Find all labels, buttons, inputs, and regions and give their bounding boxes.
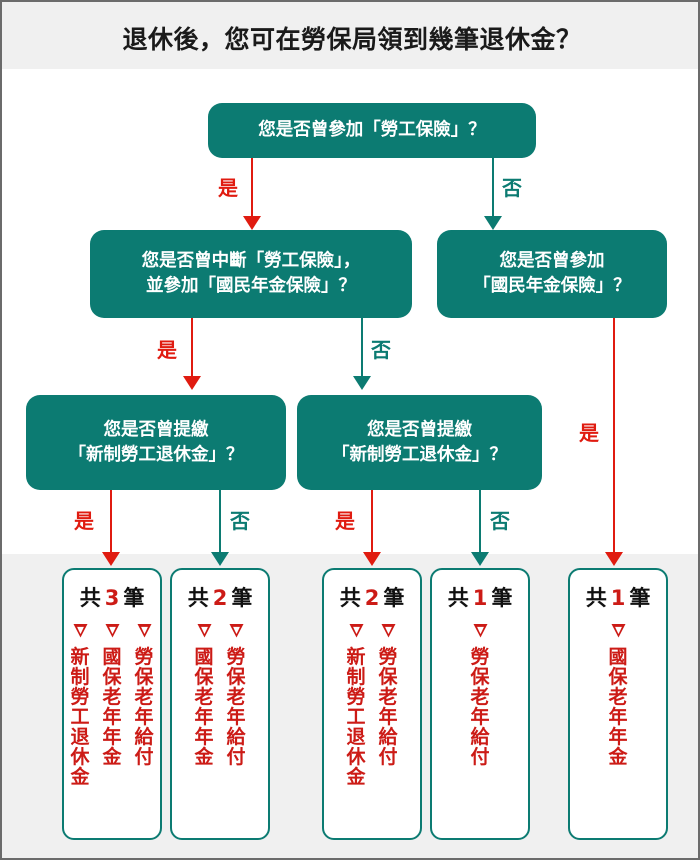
chevron-down-icon <box>220 622 252 639</box>
result-box-4-suffix: 筆 <box>491 586 513 610</box>
connector-q1-to-q2right <box>492 158 494 220</box>
result-box-3-chevrons <box>324 622 420 639</box>
result-box-4-items: 勞保老年給付 <box>432 646 528 768</box>
arrowhead-q3left-to-result-1 <box>102 552 120 566</box>
edge-label-q1-yes: 是 <box>218 176 238 200</box>
connector-q2left-to-q3left <box>191 318 193 380</box>
arrowhead-q1-to-q2left <box>243 216 261 230</box>
question-box-1-text: 您是否曾參加「勞工保險」？ <box>258 120 486 141</box>
result-item: 新制勞工退休金 <box>346 646 366 788</box>
result-box-4-chevrons <box>432 622 528 639</box>
arrowhead-q2left-to-q3left <box>183 376 201 390</box>
question-box-2-right[interactable]: 您是否曾參加 「國民年金保險」？ <box>437 230 667 318</box>
result-box-2-items: 勞保老年給付 國保老年年金 <box>172 646 268 768</box>
question-box-3-right[interactable]: 您是否曾提繳 「新制勞工退休金」？ <box>297 395 542 490</box>
result-box-5-count: 1 <box>610 586 626 610</box>
edge-label-q2left-no: 否 <box>371 338 391 362</box>
edge-label-q2right-yes: 是 <box>579 421 599 445</box>
result-box-2-prefix: 共 <box>187 586 209 610</box>
result-box-2-suffix: 筆 <box>231 586 253 610</box>
chevron-down-icon <box>372 622 404 639</box>
edge-label-q1-no: 否 <box>502 176 522 200</box>
result-box-5-items: 國保老年年金 <box>570 646 666 768</box>
result-box-5-chevrons <box>570 622 666 639</box>
chevron-down-icon <box>128 622 160 639</box>
result-box-1-prefix: 共 <box>79 586 101 610</box>
result-box-1-items: 勞保老年給付 國保老年年金 新制勞工退休金 <box>64 646 160 788</box>
chevron-down-icon <box>602 622 634 639</box>
edge-label-q3left-no: 否 <box>230 509 250 533</box>
result-box-1-count: 3 <box>104 586 120 610</box>
result-box-3-items: 勞保老年給付 新制勞工退休金 <box>324 646 420 788</box>
result-box-3-count: 2 <box>364 586 380 610</box>
chevron-down-icon <box>188 622 220 639</box>
page-title: 退休後，您可在勞保局領到幾筆退休金？ <box>122 25 582 54</box>
edge-label-q3right-no: 否 <box>490 509 510 533</box>
connector-q3right-to-result-4 <box>479 490 481 556</box>
arrowhead-q2left-to-q3right <box>353 376 371 390</box>
result-box-3-suffix: 筆 <box>383 586 405 610</box>
arrowhead-q3left-to-result-2 <box>211 552 229 566</box>
connector-q2right-to-result-5 <box>613 318 615 556</box>
connector-q3left-to-result-1 <box>110 490 112 556</box>
question-box-1[interactable]: 您是否曾參加「勞工保險」？ <box>208 103 536 158</box>
connector-q2left-to-q3right <box>361 318 363 380</box>
result-box-2-count: 2 <box>212 586 228 610</box>
arrowhead-q3right-to-result-3 <box>363 552 381 566</box>
result-box-4-count: 1 <box>472 586 488 610</box>
result-item: 勞保老年給付 <box>226 646 246 768</box>
result-box-2-chevrons <box>172 622 268 639</box>
result-box-5-prefix: 共 <box>585 586 607 610</box>
connector-q1-to-q2left <box>251 158 253 220</box>
result-item: 勞保老年給付 <box>134 646 154 768</box>
arrowhead-q1-to-q2right <box>484 216 502 230</box>
result-item: 國保老年年金 <box>102 646 122 768</box>
result-item: 國保老年年金 <box>194 646 214 768</box>
result-box-1-chevrons <box>64 622 160 639</box>
question-box-3-left[interactable]: 您是否曾提繳 「新制勞工退休金」？ <box>26 395 286 490</box>
chevron-down-icon <box>340 622 372 639</box>
chevron-down-icon <box>464 622 496 639</box>
edge-label-q3left-yes: 是 <box>74 509 94 533</box>
question-box-2-left-text: 您是否曾中斷「勞工保險」， 並參加「國民年金保險」？ <box>141 251 361 296</box>
arrowhead-q2right-to-result-5 <box>605 552 623 566</box>
connector-q3left-to-result-2 <box>219 490 221 556</box>
result-item: 國保老年年金 <box>608 646 628 768</box>
header-band <box>2 2 698 69</box>
chevron-down-icon <box>64 622 96 639</box>
result-box-3-prefix: 共 <box>339 586 361 610</box>
edge-label-q3right-yes: 是 <box>335 509 355 533</box>
result-box-4-prefix: 共 <box>447 586 469 610</box>
result-item: 新制勞工退休金 <box>70 646 90 788</box>
question-box-3-left-text: 您是否曾提繳 「新制勞工退休金」？ <box>68 419 244 465</box>
result-item: 勞保老年給付 <box>378 646 398 768</box>
edge-label-q2left-yes: 是 <box>157 338 177 362</box>
question-box-2-left[interactable]: 您是否曾中斷「勞工保險」， 並參加「國民年金保險」？ <box>90 230 412 318</box>
result-box-1-suffix: 筆 <box>123 586 145 610</box>
connector-q3right-to-result-3 <box>371 490 373 556</box>
arrowhead-q3right-to-result-4 <box>471 552 489 566</box>
question-box-3-right-text: 您是否曾提繳 「新制勞工退休金」？ <box>332 419 507 465</box>
chevron-down-icon <box>96 622 128 639</box>
result-box-5-suffix: 筆 <box>629 586 651 610</box>
question-box-2-right-text: 您是否曾參加 「國民年金保險」？ <box>473 251 631 296</box>
result-item: 勞保老年給付 <box>470 646 490 768</box>
